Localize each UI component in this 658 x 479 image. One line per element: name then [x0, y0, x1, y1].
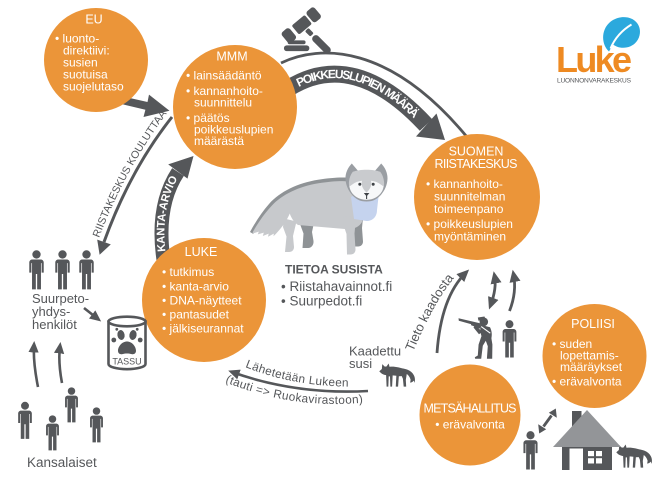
- svg-text:• suden: • suden: [552, 337, 592, 351]
- svg-text:suotuisa: suotuisa: [63, 68, 108, 82]
- svg-text:yhdys-: yhdys-: [32, 304, 70, 319]
- svg-text:Kansalaiset: Kansalaiset: [27, 455, 97, 470]
- svg-text:METSÄHALLITUS: METSÄHALLITUS: [424, 402, 517, 416]
- svg-text:LUKE: LUKE: [185, 245, 218, 259]
- svg-text:EU: EU: [85, 13, 102, 27]
- svg-text:määräykset: määräykset: [560, 360, 623, 374]
- svg-text:• luonto-: • luonto-: [55, 32, 99, 46]
- svg-text:• Suurpedot.fi: • Suurpedot.fi: [281, 294, 362, 309]
- svg-text:suojelutaso: suojelutaso: [63, 80, 124, 94]
- svg-text:• kanta-arvio: • kanta-arvio: [162, 280, 229, 294]
- svg-text:RIISTAKESKUS: RIISTAKESKUS: [435, 157, 518, 171]
- svg-text:poikkeuslupien: poikkeuslupien: [194, 123, 273, 137]
- svg-text:suunnitelman: suunnitelman: [434, 190, 505, 204]
- svg-text:suunnittelu: suunnittelu: [194, 96, 252, 110]
- svg-text:• DNA-näytteet: • DNA-näytteet: [162, 294, 242, 308]
- svg-text:lopettamis-: lopettamis-: [560, 349, 619, 363]
- svg-text:myöntäminen: myöntäminen: [434, 230, 506, 244]
- svg-text:POLIISI: POLIISI: [571, 317, 615, 331]
- svg-text:SUOMEN: SUOMEN: [449, 145, 504, 159]
- svg-text:susien: susien: [63, 56, 98, 70]
- svg-text:• poikkeuslupien: • poikkeuslupien: [426, 217, 513, 231]
- svg-text:• erävalvonta: • erävalvonta: [435, 418, 505, 432]
- svg-text:määrästä: määrästä: [194, 134, 244, 148]
- svg-text:Suurpeto-: Suurpeto-: [32, 291, 89, 306]
- svg-text:• tutkimus: • tutkimus: [162, 265, 214, 279]
- svg-text:• päätös: • päätös: [186, 111, 230, 125]
- svg-text:MMM: MMM: [216, 50, 247, 64]
- svg-text:direktiivi:: direktiivi:: [63, 44, 110, 58]
- svg-text:• erävalvonta: • erävalvonta: [552, 375, 622, 389]
- svg-text:susi: susi: [349, 356, 372, 371]
- svg-text:henkilöt: henkilöt: [32, 317, 77, 332]
- svg-text:• Riistahavainnot.fi: • Riistahavainnot.fi: [281, 279, 392, 294]
- svg-text:• jälkiseurannat: • jälkiseurannat: [162, 322, 244, 336]
- svg-text:LUONNONVARAKESKUS: LUONNONVARAKESKUS: [557, 78, 632, 85]
- svg-text:• lainsäädäntö: • lainsäädäntö: [186, 69, 262, 83]
- svg-text:TASSU: TASSU: [112, 357, 141, 367]
- svg-text:• kannanhoito-: • kannanhoito-: [186, 84, 263, 98]
- svg-text:• pantasudet: • pantasudet: [162, 308, 230, 322]
- svg-text:TIETOA SUSISTA: TIETOA SUSISTA: [285, 263, 383, 277]
- svg-text:• kannanhoito-: • kannanhoito-: [426, 177, 503, 191]
- svg-text:Kaadettu: Kaadettu: [349, 344, 401, 359]
- svg-text:toimeenpano: toimeenpano: [434, 202, 504, 216]
- svg-text:Tieto kaadosta: Tieto kaadosta: [402, 270, 457, 353]
